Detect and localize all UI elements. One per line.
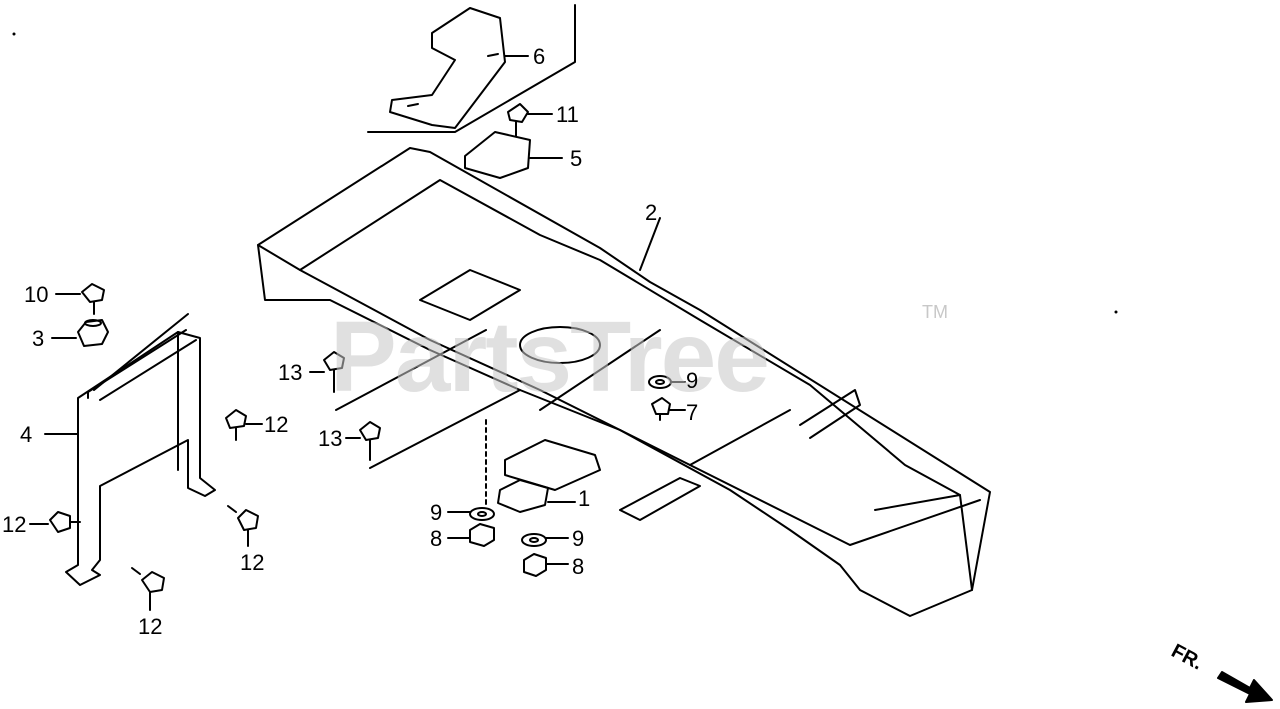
callout-13-upper[interactable]: 13 (278, 360, 303, 385)
part-10-bolt (55, 283, 105, 315)
part-12-bolt-middle (227, 505, 259, 547)
watermark-trademark: TM (922, 302, 948, 322)
part-12-bolt-lower-left (29, 511, 81, 533)
part-8-nut-left (447, 523, 495, 547)
part-9-washer-left (447, 419, 495, 521)
callout-9-right[interactable]: 9 (572, 526, 585, 551)
part-8-nut-right (523, 553, 569, 577)
part-13-bolt-upper (309, 329, 487, 411)
part-3-rubber-mount (51, 319, 109, 347)
callout-12-upper[interactable]: 12 (264, 412, 289, 437)
callout-12-lower-left[interactable]: 12 (2, 512, 27, 537)
part-12-bolt-upper (225, 409, 263, 441)
part-1-bracket (497, 439, 601, 513)
callout-12-middle[interactable]: 12 (240, 550, 265, 575)
callout-3[interactable]: 3 (32, 326, 45, 351)
callout-7[interactable]: 7 (686, 400, 699, 425)
callout-8-left[interactable]: 8 (430, 526, 443, 551)
part-9-washer-right (521, 533, 569, 547)
callout-9-left[interactable]: 9 (430, 500, 443, 525)
callout-13-lower[interactable]: 13 (318, 426, 343, 451)
callout-11[interactable]: 11 (556, 102, 579, 127)
callout-8-right[interactable]: 8 (572, 554, 585, 579)
part-7-bolt (651, 397, 686, 421)
callout-12-bottom[interactable]: 12 (138, 614, 163, 639)
part-11-bolt (507, 103, 553, 137)
callout-10[interactable]: 10 (24, 282, 49, 307)
part-4-side-bracket (44, 313, 216, 586)
part-5-plate (464, 131, 563, 179)
part-9-washer-upper (648, 375, 686, 389)
callout-1[interactable]: 1 (578, 486, 591, 511)
part-6-bracket-plate (367, 4, 576, 133)
callout-5[interactable]: 5 (570, 146, 583, 171)
part-2-main-frame (257, 147, 991, 617)
front-direction-arrow-icon (1217, 671, 1273, 703)
part-12-bolt-bottom (131, 567, 165, 611)
callout-2[interactable]: 2 (645, 200, 658, 225)
callout-9-upper[interactable]: 9 (686, 368, 699, 393)
part-13-bolt-lower (345, 389, 521, 469)
callout-6[interactable]: 6 (533, 44, 546, 69)
callout-4[interactable]: 4 (20, 422, 33, 447)
watermark: PartsTree (330, 301, 770, 413)
